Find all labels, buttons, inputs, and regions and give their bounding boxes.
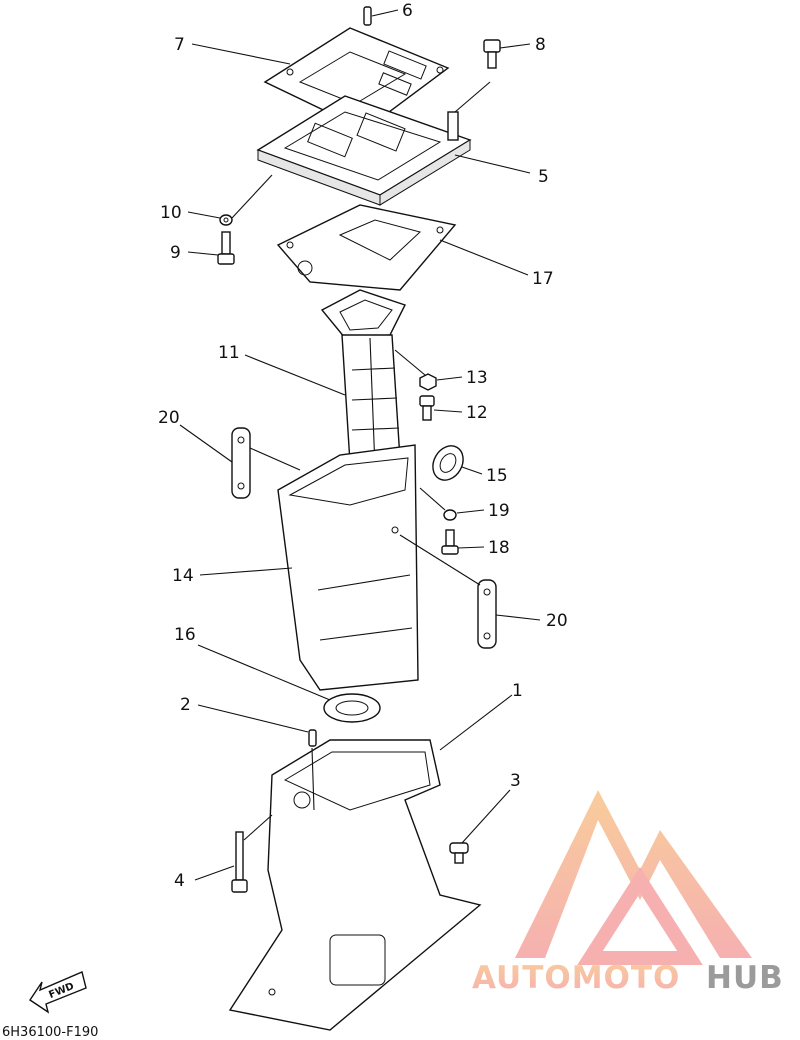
part-15-grommet	[432, 445, 464, 481]
drawing-code: 6H36100-F190	[2, 1025, 98, 1040]
callout-12: 12	[466, 403, 488, 423]
callout-5: 5	[538, 167, 549, 187]
part-2-dowel-pin	[308, 729, 317, 747]
callout-15: 15	[486, 466, 508, 486]
callout-7: 7	[174, 35, 185, 55]
callout-20-left: 20	[158, 408, 180, 428]
automotohub-logo-icon: AUTOMOTO HUB	[472, 790, 784, 996]
part-8-bolt	[483, 39, 501, 69]
brand-name-part1: AUTOMOTO	[472, 960, 680, 996]
part-14-upper-casing	[277, 444, 419, 691]
part-20-rubber-mount-right	[477, 579, 497, 649]
callout-17: 17	[532, 269, 554, 289]
part-1-lower-casing	[228, 739, 482, 1031]
callout-13: 13	[466, 368, 488, 388]
part-10-washer	[219, 214, 233, 226]
callout-labels: 6 7 8 5 10 9 17 11 13 12 20 15 19 18 14 …	[158, 1, 568, 891]
callout-18: 18	[488, 538, 510, 558]
brand-name-part2: HUB	[706, 960, 784, 996]
part-18-bolt	[441, 529, 459, 555]
part-3-plug	[449, 842, 469, 864]
leader-lines	[179, 9, 541, 881]
callout-11: 11	[218, 343, 240, 363]
part-12-bolt	[419, 395, 435, 421]
part-19-washer	[443, 509, 457, 521]
part-5-mount-plate	[256, 95, 472, 206]
callout-6: 6	[402, 1, 413, 21]
part-17-gasket	[276, 204, 457, 291]
callout-16: 16	[174, 625, 196, 645]
callout-4: 4	[174, 871, 185, 891]
callout-8: 8	[535, 35, 546, 55]
callout-3: 3	[510, 771, 521, 791]
callout-20-right: 20	[546, 611, 568, 631]
callout-19: 19	[488, 501, 510, 521]
part-4-long-bolt	[231, 831, 248, 893]
part-6-dowel-pin	[363, 6, 372, 26]
part-13-nut	[419, 373, 437, 391]
part-9-bolt	[217, 231, 235, 265]
callout-10: 10	[160, 203, 182, 223]
part-20-rubber-mount-left	[231, 427, 251, 499]
part-16-seal	[323, 693, 381, 723]
callout-1: 1	[512, 681, 523, 701]
callout-9: 9	[170, 243, 181, 263]
fwd-arrow-icon: FWD	[29, 971, 87, 1014]
callout-2: 2	[180, 695, 191, 715]
callout-14: 14	[172, 566, 194, 586]
